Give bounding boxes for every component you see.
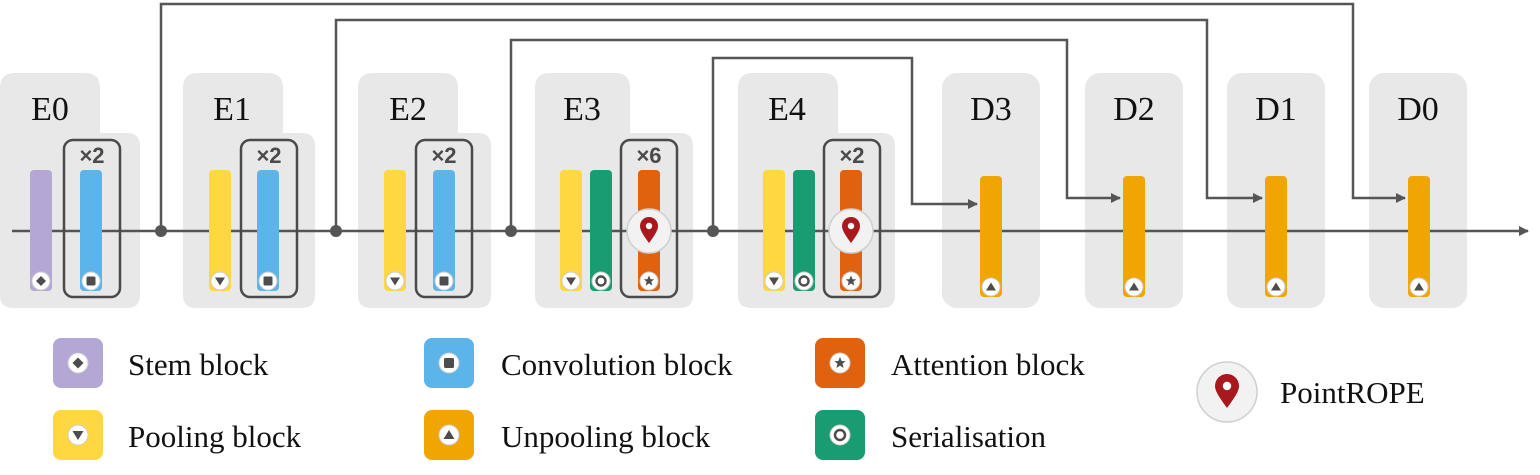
unpooling-block bbox=[980, 176, 1002, 297]
stage-label-d0: D0 bbox=[1397, 91, 1439, 128]
repeat-box bbox=[619, 138, 679, 299]
triangle-down-icon bbox=[67, 424, 89, 446]
legend-item-pooling: Pooling block bbox=[53, 410, 302, 460]
repeat-count-e3: ×6 bbox=[636, 143, 661, 168]
legend-item-unpooling: Unpooling block bbox=[424, 410, 711, 460]
skip-connections bbox=[159, 2, 1406, 231]
junction-dot bbox=[505, 225, 517, 237]
repeat-box bbox=[414, 138, 474, 299]
square-icon bbox=[434, 271, 454, 291]
junction-dot bbox=[330, 225, 342, 237]
pooling-block bbox=[560, 170, 582, 291]
serialisation-block bbox=[793, 170, 815, 291]
stage-label-e3: E3 bbox=[563, 91, 601, 128]
stage-label-e0: E0 bbox=[31, 91, 69, 128]
repeat-box bbox=[62, 138, 122, 299]
skip-connection-e0-d0 bbox=[159, 2, 1406, 231]
convolution-block bbox=[257, 170, 279, 291]
unpooling-block bbox=[1265, 176, 1287, 297]
legend-item-stem: Stem block bbox=[53, 338, 269, 388]
legend: Stem block Pooling block Convolution blo… bbox=[53, 338, 1425, 460]
circle-icon bbox=[794, 271, 814, 291]
legend-item-pointrope: PointROPE bbox=[1196, 361, 1425, 423]
legend-label-stem: Stem block bbox=[128, 347, 269, 382]
junction-dots bbox=[155, 225, 719, 237]
legend-label-pointrope: PointROPE bbox=[1280, 375, 1425, 410]
legend-label-convolution: Convolution block bbox=[501, 347, 733, 382]
repeat-count-e0: ×2 bbox=[79, 143, 104, 168]
stage-labels: E0 E1 E2 E3 E4 D3 D2 D1 D0 bbox=[31, 91, 1439, 128]
triangle-up-icon bbox=[1266, 277, 1286, 297]
map-pin-icon bbox=[828, 208, 874, 254]
diamond-icon bbox=[67, 352, 89, 374]
star-icon bbox=[639, 271, 659, 291]
triangle-down-icon bbox=[210, 271, 230, 291]
stage-label-d3: D3 bbox=[970, 91, 1012, 128]
legend-item-serialisation: Serialisation bbox=[815, 410, 1046, 460]
stem-block bbox=[30, 170, 52, 291]
diamond-icon bbox=[31, 271, 51, 291]
legend-item-convolution: Convolution block bbox=[424, 338, 733, 388]
triangle-down-icon bbox=[764, 271, 784, 291]
star-icon bbox=[841, 271, 861, 291]
repeat-count-e2: ×2 bbox=[431, 143, 456, 168]
stage-panel-e4 bbox=[738, 73, 895, 308]
skip-connection-e2-d2 bbox=[509, 38, 1121, 231]
pooling-block bbox=[763, 170, 785, 291]
stage-label-e4: E4 bbox=[768, 91, 806, 128]
skip-connection-e3-d3 bbox=[711, 56, 978, 231]
legend-label-serialisation: Serialisation bbox=[891, 419, 1046, 454]
stage-label-e2: E2 bbox=[389, 91, 427, 128]
stage-panel-e3 bbox=[535, 73, 693, 308]
circle-icon bbox=[591, 271, 611, 291]
map-pin-icon bbox=[626, 208, 672, 254]
triangle-up-icon bbox=[1409, 277, 1429, 297]
convolution-block bbox=[80, 170, 102, 291]
triangle-down-icon bbox=[561, 271, 581, 291]
triangle-down-icon bbox=[385, 271, 405, 291]
repeat-box bbox=[822, 138, 882, 299]
convolution-block bbox=[433, 170, 455, 291]
skip-connection-e1-d1 bbox=[334, 18, 1263, 231]
triangle-up-icon bbox=[981, 277, 1001, 297]
stage-label-d1: D1 bbox=[1255, 91, 1297, 128]
block-bars bbox=[30, 170, 1430, 297]
junction-dot bbox=[707, 225, 719, 237]
circle-icon bbox=[829, 424, 851, 446]
triangle-up-icon bbox=[1124, 277, 1144, 297]
unpooling-block bbox=[1408, 176, 1430, 297]
stage-label-d2: D2 bbox=[1113, 91, 1155, 128]
repeat-count-e1: ×2 bbox=[256, 143, 281, 168]
serialisation-block bbox=[590, 170, 612, 291]
square-icon bbox=[81, 271, 101, 291]
legend-item-attention: Attention block bbox=[815, 338, 1085, 388]
triangle-up-icon bbox=[438, 424, 460, 446]
repeat-boxes: ×2 ×2 ×2 ×6 ×2 bbox=[62, 138, 882, 299]
repeat-box bbox=[239, 138, 299, 299]
pooling-block bbox=[384, 170, 406, 291]
stage-label-e1: E1 bbox=[213, 91, 251, 128]
junction-dot bbox=[155, 225, 167, 237]
legend-label-unpooling: Unpooling block bbox=[501, 419, 711, 454]
map-pin-icon bbox=[1196, 361, 1258, 423]
pooling-block bbox=[209, 170, 231, 291]
repeat-count-e4: ×2 bbox=[839, 143, 864, 168]
unpooling-block bbox=[1123, 176, 1145, 297]
legend-label-attention: Attention block bbox=[891, 347, 1085, 382]
square-icon bbox=[438, 352, 460, 374]
legend-label-pooling: Pooling block bbox=[128, 419, 302, 454]
square-icon bbox=[258, 271, 278, 291]
star-icon bbox=[829, 352, 851, 374]
pointrope-markers bbox=[626, 208, 874, 254]
block-icons bbox=[31, 271, 1429, 297]
